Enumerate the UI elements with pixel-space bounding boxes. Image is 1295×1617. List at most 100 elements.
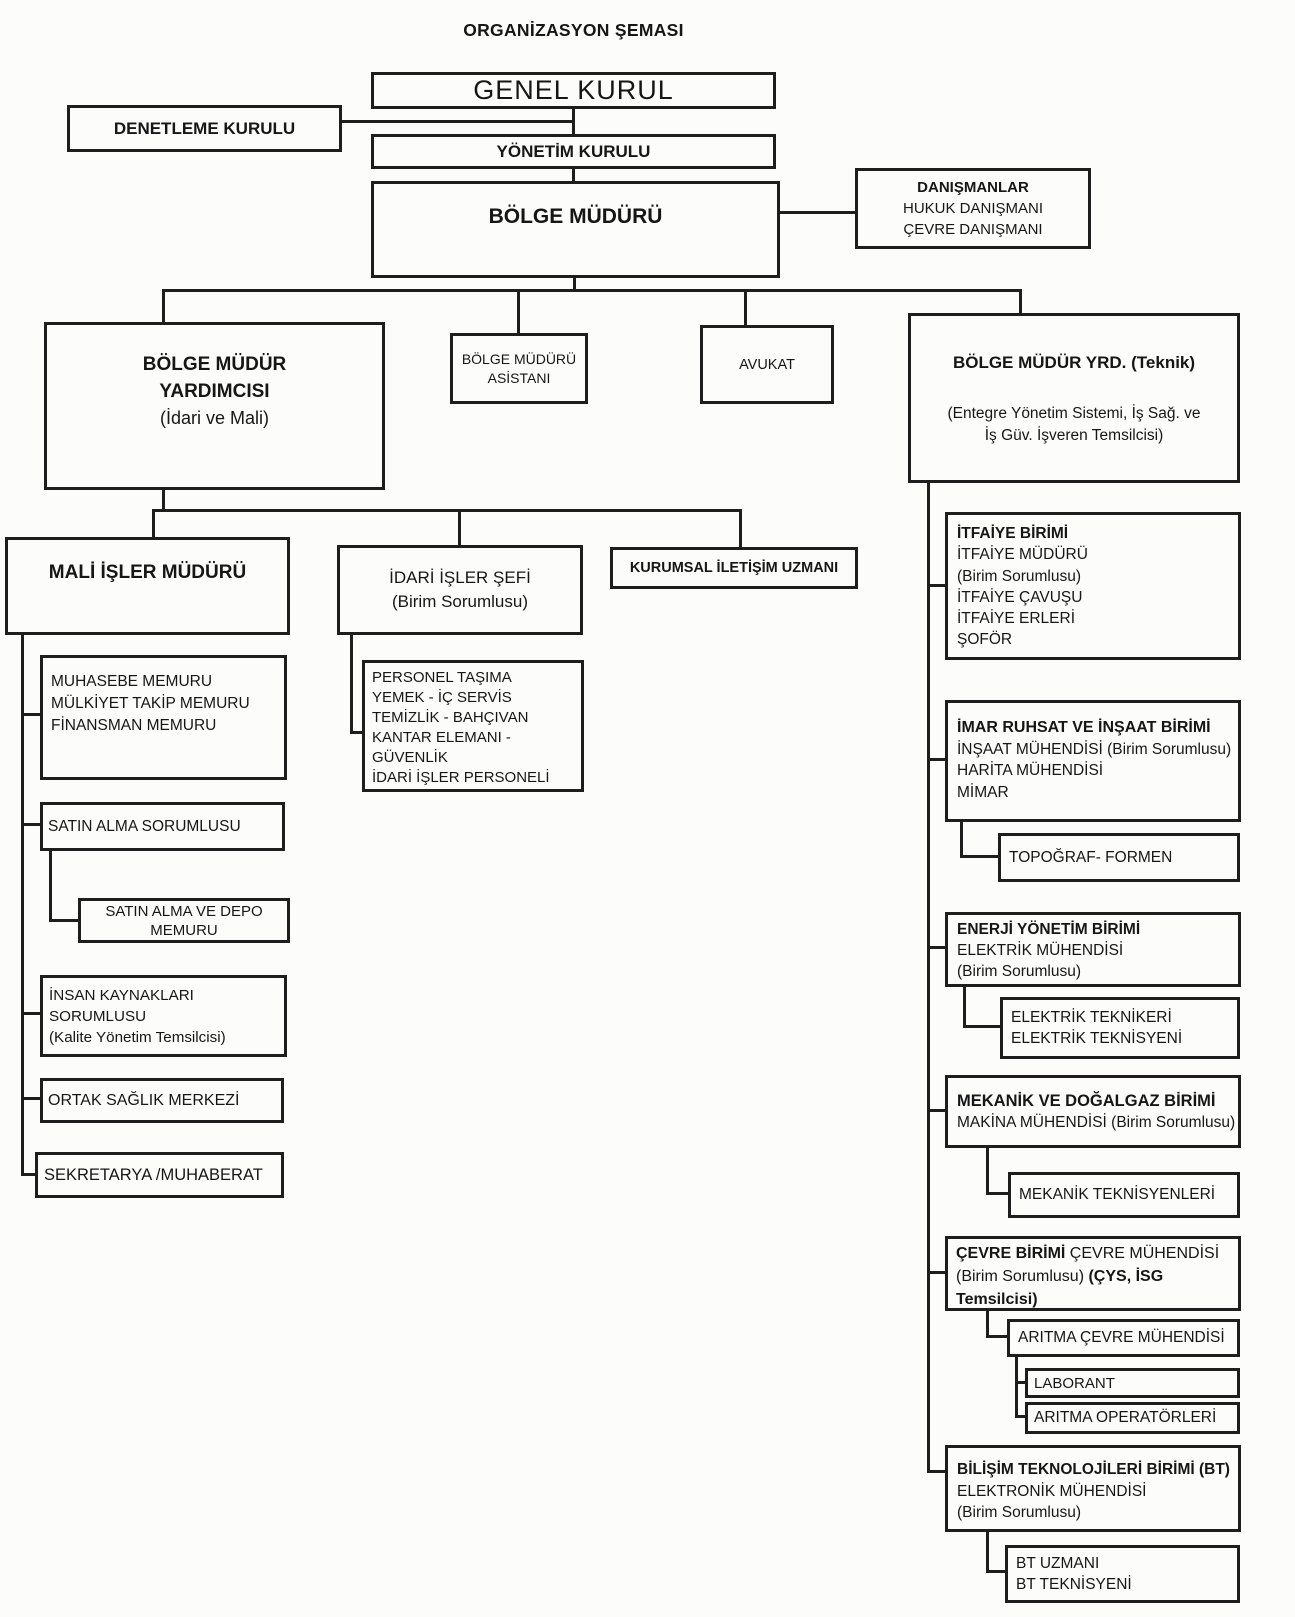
connector bbox=[350, 731, 362, 734]
node-line: BÖLGE MÜDÜRÜ bbox=[461, 350, 577, 367]
node-line: BÖLGE MÜDÜR bbox=[142, 354, 287, 375]
node-line: ŞOFÖR bbox=[957, 631, 1013, 649]
node-line: (Birim Sorumlusu) bbox=[391, 592, 529, 611]
connector bbox=[986, 1192, 1008, 1195]
node-mali-isler-muduru: MALİ İŞLER MÜDÜRÜ bbox=[5, 537, 290, 635]
node-line: SORUMLUSU bbox=[49, 1008, 147, 1025]
node-idari-personel-grubu: PERSONEL TAŞIMA YEMEK - İÇ SERVİS TEMİZL… bbox=[362, 660, 584, 792]
node-line: MÜLKİYET TAKİP MEMURU bbox=[51, 695, 250, 712]
node-line: YEMEK - İÇ SERVİS bbox=[372, 689, 512, 706]
connector bbox=[744, 289, 747, 325]
node-itfaiye-birimi: İTFAİYE BİRİMİ İTFAİYE MÜDÜRÜ (Birim Sor… bbox=[945, 512, 1241, 660]
node-line: İDARİ İŞLER PERSONELİ bbox=[372, 769, 550, 786]
connector bbox=[960, 821, 963, 858]
node-denetleme-kurulu: DENETLEME KURULU bbox=[67, 105, 342, 152]
node-line: TEMİZLİK - BAHÇIVAN bbox=[372, 709, 529, 726]
node-avukat: AVUKAT bbox=[700, 325, 834, 404]
node-bolge-mudur-yardimcisi: BÖLGE MÜDÜR YARDIMCISI (İdari ve Mali) bbox=[44, 322, 385, 490]
connector bbox=[927, 946, 945, 949]
node-line: YARDIMCISI bbox=[159, 381, 270, 402]
connector bbox=[963, 985, 966, 1028]
connector bbox=[1015, 1415, 1025, 1418]
connector bbox=[986, 1146, 989, 1195]
chart-title: ORGANİZASYON ŞEMASI bbox=[463, 20, 684, 40]
connector bbox=[162, 289, 1022, 292]
node-satin-alma-sorumlusu: SATIN ALMA SORUMLUSU bbox=[40, 802, 285, 851]
node-line: MEMURU bbox=[150, 921, 218, 939]
node-satin-alma-depo-memuru: SATIN ALMA VE DEPO MEMURU bbox=[78, 898, 290, 943]
node-line: (Birim Sorumlusu) bbox=[957, 963, 1082, 980]
node-line: İDARİ İŞLER ŞEFİ bbox=[389, 568, 531, 587]
connector bbox=[986, 1530, 989, 1573]
node-line: ÇEVRE DANIŞMANI bbox=[903, 221, 1043, 238]
node-line: MİMAR bbox=[957, 783, 1009, 801]
connector bbox=[1015, 1381, 1025, 1384]
node-enerji-yonetim-birimi: ENERJİ YÖNETİM BİRİMİ ELEKTRİK MÜHENDİSİ… bbox=[945, 912, 1241, 987]
node-line: KANTAR ELEMANI - bbox=[372, 729, 511, 746]
node-line: (Birim Sorumlusu) bbox=[957, 1504, 1082, 1521]
node-danismanlar: DANIŞMANLAR HUKUK DANIŞMANI ÇEVRE DANIŞM… bbox=[855, 168, 1091, 249]
connector bbox=[927, 1109, 945, 1112]
connector bbox=[517, 289, 520, 333]
node-muhasebe-grubu: MUHASEBE MEMURU MÜLKİYET TAKİP MEMURU Fİ… bbox=[40, 655, 287, 780]
node-line: İTFAİYE ÇAVUŞU bbox=[957, 588, 1083, 606]
node-ortak-saglik-merkezi: ORTAK SAĞLIK MERKEZİ bbox=[40, 1078, 284, 1123]
connector bbox=[152, 509, 742, 512]
node-line: (Birim Sorumlusu) bbox=[957, 567, 1082, 585]
node-line: BT TEKNİSYENİ bbox=[1016, 1576, 1132, 1593]
node-line: HARİTA MÜHENDİSİ bbox=[957, 762, 1104, 779]
node-title: BİLİŞİM TEKNOLOJİLERİ BİRİMİ (BT) bbox=[957, 1461, 1230, 1478]
node-line: ELEKTRİK TEKNİSYENİ bbox=[1011, 1030, 1183, 1047]
connector bbox=[162, 489, 165, 512]
node-bolge-muduru: BÖLGE MÜDÜRÜ bbox=[371, 181, 780, 278]
connector bbox=[927, 1470, 945, 1473]
node-mekanik-teknisyenleri: MEKANİK TEKNİSYENLERİ bbox=[1008, 1172, 1240, 1218]
connector bbox=[162, 289, 165, 322]
node-imar-ruhsat-insaat-birimi: İMAR RUHSAT VE İNŞAAT BİRİMİ İNŞAAT MÜHE… bbox=[945, 700, 1241, 822]
node-line: HUKUK DANIŞMANI bbox=[902, 200, 1044, 217]
connector bbox=[960, 855, 998, 858]
node-insan-kaynaklari: İNSAN KAYNAKLARI SORUMLUSU (Kalite Yönet… bbox=[40, 975, 287, 1057]
connector bbox=[927, 1271, 945, 1274]
node-bt-uzmani-teknisyeni: BT UZMANI BT TEKNİSYENİ bbox=[1005, 1545, 1240, 1603]
connector bbox=[1019, 289, 1022, 313]
node-line: MAKİNA MÜHENDİSİ (Birim Sorumlusu) bbox=[957, 1114, 1236, 1131]
node-line: ÇEVRE MÜHENDİSİ (Birim Sorumlusu) bbox=[956, 1245, 1220, 1285]
node-topograf-formen: TOPOĞRAF- FORMEN bbox=[998, 833, 1240, 882]
node-line: ELEKTRİK TEKNİKERİ bbox=[1011, 1009, 1172, 1026]
node-aritma-cevre-muhendisi: ARITMA ÇEVRE MÜHENDİSİ bbox=[1007, 1319, 1240, 1357]
connector bbox=[572, 168, 575, 182]
node-line: PERSONEL TAŞIMA bbox=[372, 669, 512, 686]
node-line: İTFAİYE MÜDÜRÜ bbox=[957, 546, 1088, 564]
node-line: İNSAN KAYNAKLARI bbox=[49, 987, 194, 1004]
connector bbox=[21, 823, 40, 826]
connector bbox=[458, 509, 461, 545]
node-idari-isler-sefi: İDARİ İŞLER ŞEFİ (Birim Sorumlusu) bbox=[337, 545, 583, 635]
node-line: GÜVENLİK bbox=[372, 749, 448, 766]
connector bbox=[21, 634, 24, 1176]
node-title: İTFAİYE BİRİMİ bbox=[957, 525, 1069, 542]
node-aritma-operatorleri: ARITMA OPERATÖRLERİ bbox=[1025, 1402, 1240, 1434]
node-line: ELEKTRONİK MÜHENDİSİ bbox=[957, 1482, 1147, 1500]
connector bbox=[927, 482, 930, 1473]
connector bbox=[986, 1335, 1007, 1338]
node-line: İş Güv. İşveren Temsilcisi) bbox=[984, 427, 1164, 444]
connector bbox=[49, 850, 52, 922]
connector bbox=[49, 919, 78, 922]
node-bilisim-teknolojileri-birimi: BİLİŞİM TEKNOLOJİLERİ BİRİMİ (BT) ELEKTR… bbox=[945, 1445, 1241, 1532]
node-title: BÖLGE MÜDÜR YRD. (Teknik) bbox=[952, 353, 1196, 372]
connector bbox=[21, 1012, 40, 1015]
node-bolge-mudur-yrd-teknik: BÖLGE MÜDÜR YRD. (Teknik) (Entegre Yönet… bbox=[908, 313, 1240, 483]
connector bbox=[986, 1570, 1005, 1573]
node-yonetim-kurulu: YÖNETİM KURULU bbox=[371, 134, 776, 169]
connector bbox=[21, 1097, 40, 1100]
connector bbox=[779, 211, 855, 214]
node-line: (ÇYS, İSG Temsilcisi) bbox=[956, 1268, 1164, 1308]
connector bbox=[1015, 1355, 1018, 1418]
node-bolge-muduru-asistani: BÖLGE MÜDÜRÜ ASİSTANI bbox=[450, 333, 588, 404]
node-line: BT UZMANI bbox=[1016, 1555, 1100, 1572]
connector bbox=[152, 509, 155, 537]
node-mekanik-dogalgaz-birimi: MEKANİK VE DOĞALGAZ BİRİMİ MAKİNA MÜHEND… bbox=[945, 1075, 1241, 1148]
node-line: İTFAİYE ERLERİ bbox=[957, 610, 1076, 628]
node-sekretarya-muhaberat: SEKRETARYA /MUHABERAT bbox=[35, 1152, 284, 1198]
